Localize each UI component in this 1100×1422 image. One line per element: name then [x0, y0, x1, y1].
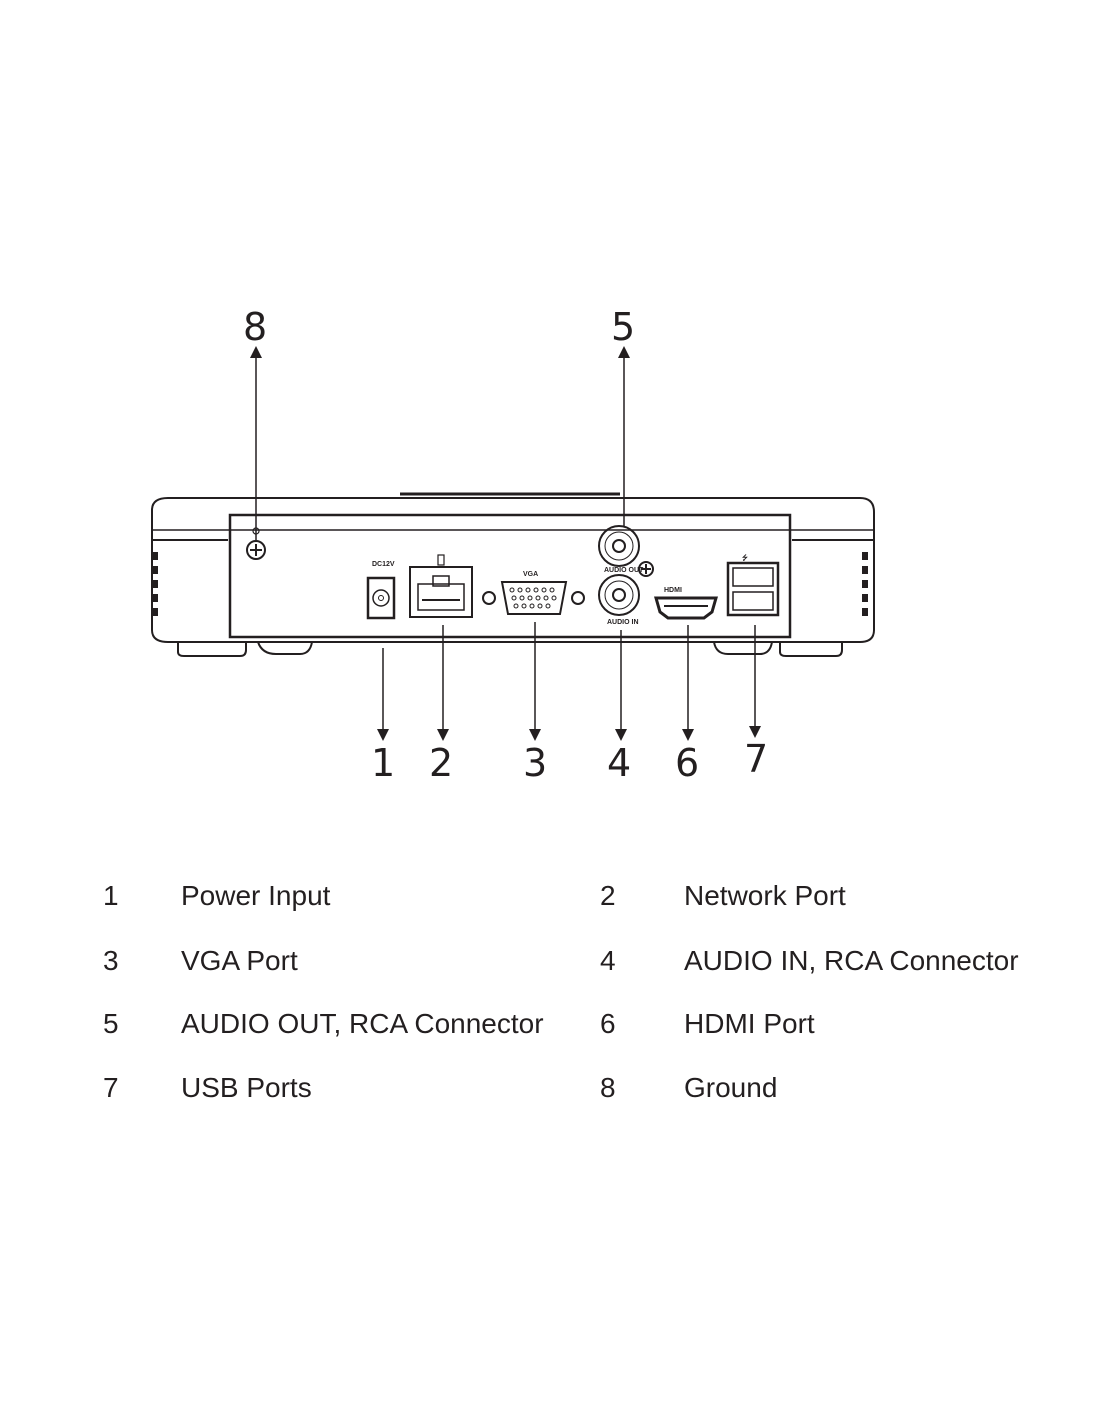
callout-2: 2 [429, 741, 453, 785]
legend-number: 8 [600, 1072, 616, 1103]
callout-6: 6 [675, 741, 699, 785]
legend-label: HDMI Port [684, 1008, 815, 1039]
svg-text:⭍: ⭍ [742, 554, 748, 562]
device-chassis [151, 492, 875, 657]
legend-number: 7 [103, 1072, 119, 1103]
legend-label: Ground [684, 1072, 778, 1103]
legend-label: VGA Port [181, 945, 298, 976]
network-port [409, 554, 473, 618]
legend-label: AUDIO OUT, RCA Connector [181, 1008, 544, 1039]
callout-8: 8 [243, 305, 267, 349]
rear-panel-diagram: DC12V VGA AUDIO OUT AUDIO IN HDMI [151, 305, 875, 785]
legend-number: 2 [600, 880, 616, 911]
callout-4: 4 [607, 741, 631, 785]
usb-ports: ⭍ [726, 554, 780, 617]
legend-label: USB Ports [181, 1072, 312, 1103]
svg-text:AUDIO IN: AUDIO IN [607, 619, 639, 626]
legend-number: 3 [103, 945, 119, 976]
legend-number: 6 [600, 1008, 616, 1039]
legend-label: AUDIO IN, RCA Connector [684, 945, 1019, 976]
legend-number: 5 [103, 1008, 119, 1039]
power-port: DC12V [366, 561, 396, 620]
vga-port: VGA [482, 571, 585, 615]
legend-label: Network Port [684, 880, 846, 911]
svg-text:DC12V: DC12V [372, 561, 395, 568]
callout-lines [250, 346, 761, 741]
audio-in-port: AUDIO IN [598, 574, 640, 626]
svg-text:AUDIO OUT: AUDIO OUT [604, 567, 644, 574]
svg-text:VGA: VGA [523, 571, 538, 578]
legend-number: 4 [600, 945, 616, 976]
hdmi-port: HDMI [654, 587, 718, 620]
callout-7: 7 [744, 737, 768, 781]
svg-text:HDMI: HDMI [664, 587, 682, 594]
audio-out-port: AUDIO OUT [598, 525, 654, 577]
legend-label: Power Input [181, 880, 331, 911]
callout-1: 1 [371, 741, 395, 785]
right-vents [862, 552, 868, 616]
callout-5: 5 [611, 305, 635, 349]
callout-3: 3 [523, 741, 547, 785]
left-vents [152, 552, 158, 616]
legend-number: 1 [103, 880, 119, 911]
